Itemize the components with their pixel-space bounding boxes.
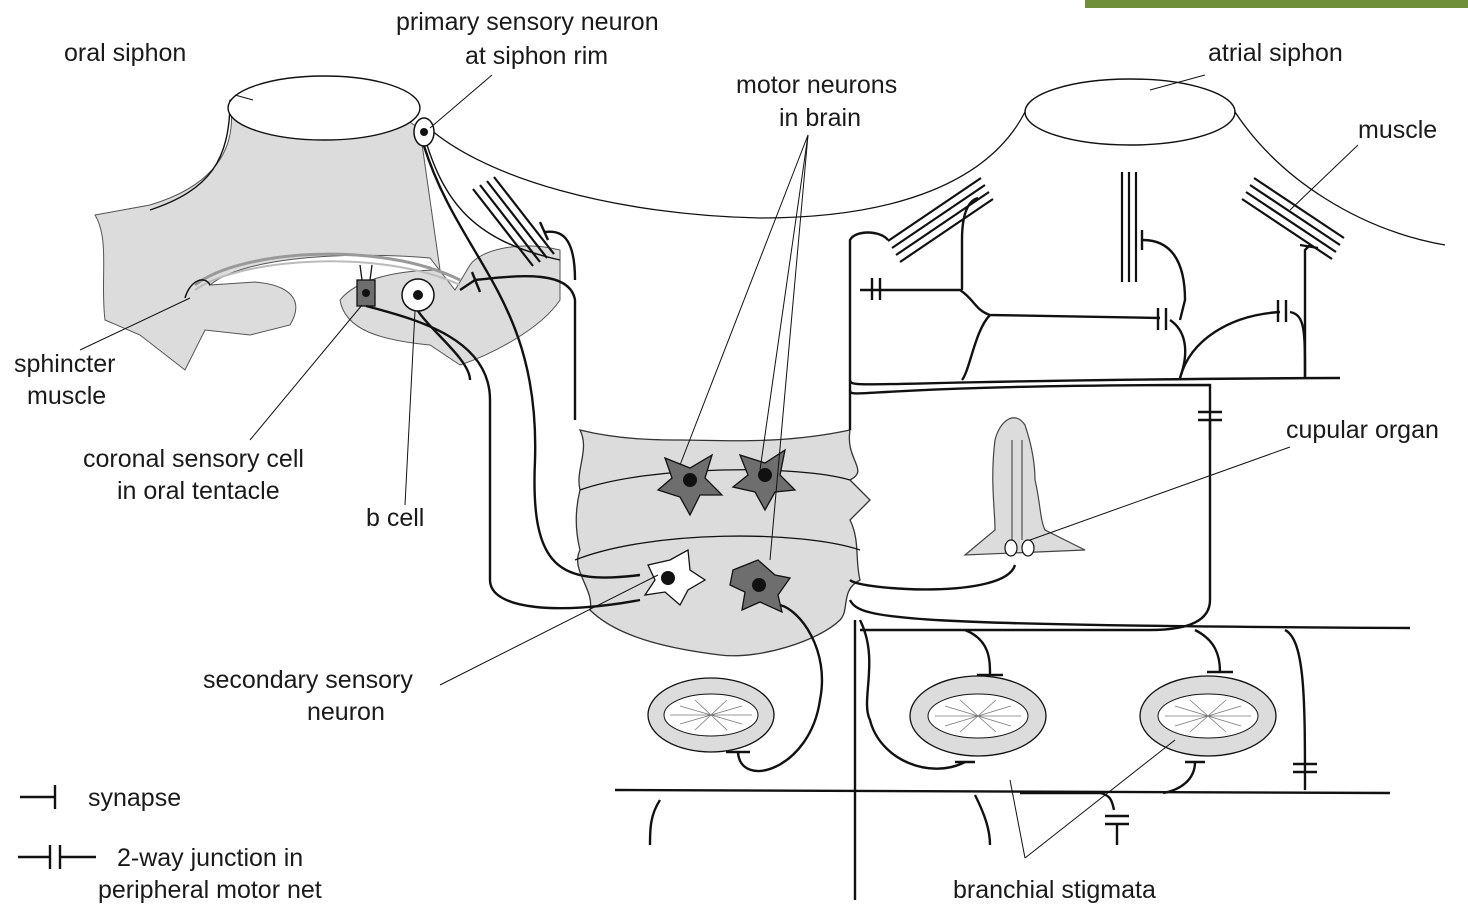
label-atrial-siphon: atrial siphon bbox=[1208, 39, 1343, 67]
atrial-siphon-opening bbox=[1025, 79, 1235, 145]
label-motor-neurons-2: in brain bbox=[779, 104, 861, 132]
label-secondary-1: secondary sensory bbox=[203, 666, 413, 694]
muscle-bundles bbox=[473, 172, 1344, 282]
label-sphincter-2: muscle bbox=[27, 382, 106, 410]
label-muscle: muscle bbox=[1358, 116, 1437, 144]
label-coronal-2: in oral tentacle bbox=[117, 477, 280, 505]
label-secondary-2: neuron bbox=[307, 698, 385, 726]
label-coronal-1: coronal sensory cell bbox=[83, 445, 304, 473]
oral-siphon-opening bbox=[228, 76, 420, 140]
label-oral-siphon: oral siphon bbox=[64, 39, 186, 67]
label-branchial-stigmata: branchial stigmata bbox=[953, 876, 1156, 904]
corner-photo-fragment bbox=[1085, 0, 1468, 8]
stigma-1 bbox=[648, 678, 774, 752]
legend-junction-label-2: peripheral motor net bbox=[98, 876, 322, 904]
oral-siphon-structure bbox=[95, 76, 560, 370]
branchial-stigmata bbox=[648, 676, 1276, 756]
label-b-cell: b cell bbox=[366, 504, 424, 532]
legend-junction-symbol bbox=[18, 845, 96, 869]
legend-synapse-label: synapse bbox=[88, 784, 181, 812]
label-cupular-organ: cupular organ bbox=[1286, 416, 1439, 444]
mantle-outline bbox=[420, 112, 1445, 245]
junction-marks bbox=[872, 278, 1317, 845]
stigma-3 bbox=[1140, 676, 1276, 756]
label-primary-sensory-2: at siphon rim bbox=[465, 42, 608, 70]
legend: synapse 2-way junction in peripheral mot… bbox=[18, 784, 322, 904]
label-motor-neurons-1: motor neurons bbox=[736, 71, 897, 99]
legend-junction-label-1: 2-way junction in bbox=[117, 844, 303, 872]
label-primary-sensory-1: primary sensory neuron bbox=[396, 8, 659, 36]
stigma-2 bbox=[910, 676, 1046, 756]
brain-ganglion bbox=[575, 430, 870, 656]
brain-tissue bbox=[576, 430, 870, 656]
legend-synapse-symbol bbox=[20, 785, 55, 809]
cupular-organ-structure bbox=[965, 418, 1085, 556]
label-sphincter-1: sphincter bbox=[14, 350, 115, 378]
